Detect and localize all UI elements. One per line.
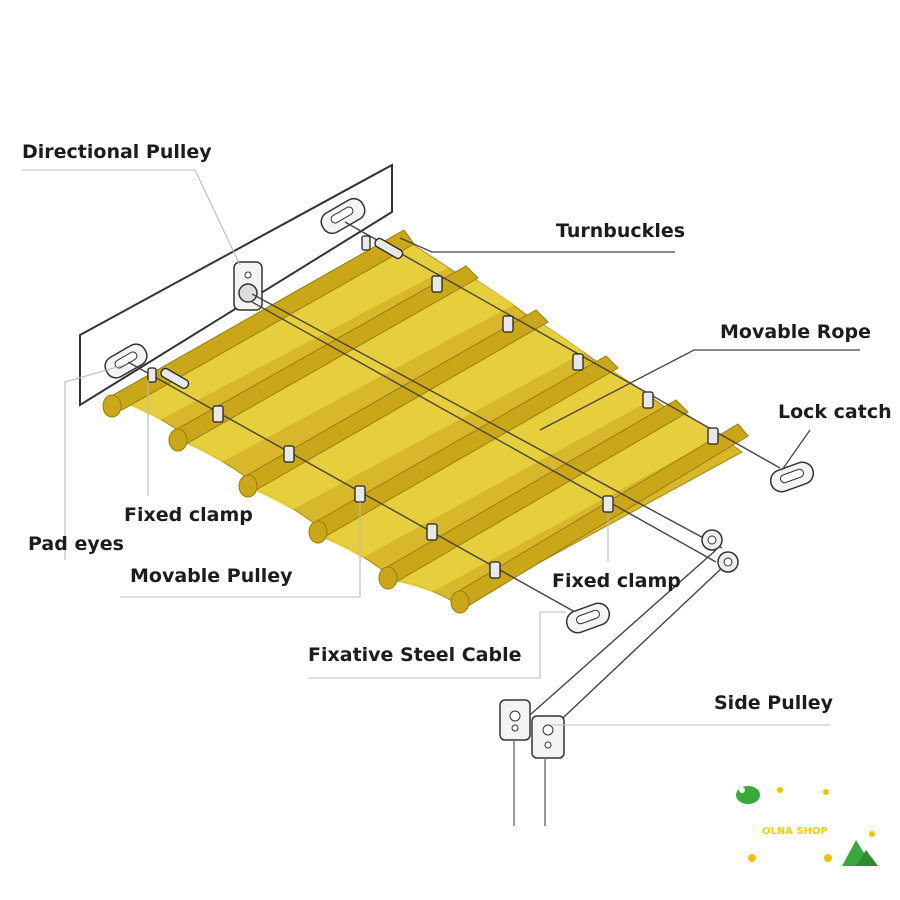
movable-rope-label: Movable Rope xyxy=(720,321,871,343)
fixed-clamp-right-label: Fixed clamp xyxy=(552,570,681,592)
leader-lines xyxy=(22,169,860,726)
side-pulley-label: Side Pulley xyxy=(714,692,834,714)
fixative-steel-cable-label: Fixative Steel Cable xyxy=(308,644,521,666)
awning-fabric xyxy=(110,235,743,607)
support-posts xyxy=(513,740,546,826)
lock-catch-icon xyxy=(565,461,815,634)
turnbuckle-icon xyxy=(160,237,404,390)
wall-pad-eye-bottom xyxy=(104,343,148,379)
directional-pulley-label: Directional Pulley xyxy=(22,141,212,163)
directional-pulley-icon xyxy=(233,261,263,311)
turnbuckles-label: Turnbuckles xyxy=(556,220,685,242)
roll-bars xyxy=(102,229,749,614)
lock-catch-label: Lock catch xyxy=(778,401,892,423)
movable-pulley-label: Movable Pulley xyxy=(130,565,293,587)
side-pulley-icon xyxy=(499,699,565,759)
wall-pad-eye-top xyxy=(320,197,366,235)
shop-logo: OLNA SHOP xyxy=(736,786,878,866)
pad-eyes-label: Pad eyes xyxy=(28,533,124,555)
fixed-clamp-left-label: Fixed clamp xyxy=(124,504,253,526)
watermark-text: OLNA SHOP xyxy=(762,826,828,837)
movable-pulley-icon xyxy=(701,529,739,573)
fixed-clamps xyxy=(147,235,719,579)
